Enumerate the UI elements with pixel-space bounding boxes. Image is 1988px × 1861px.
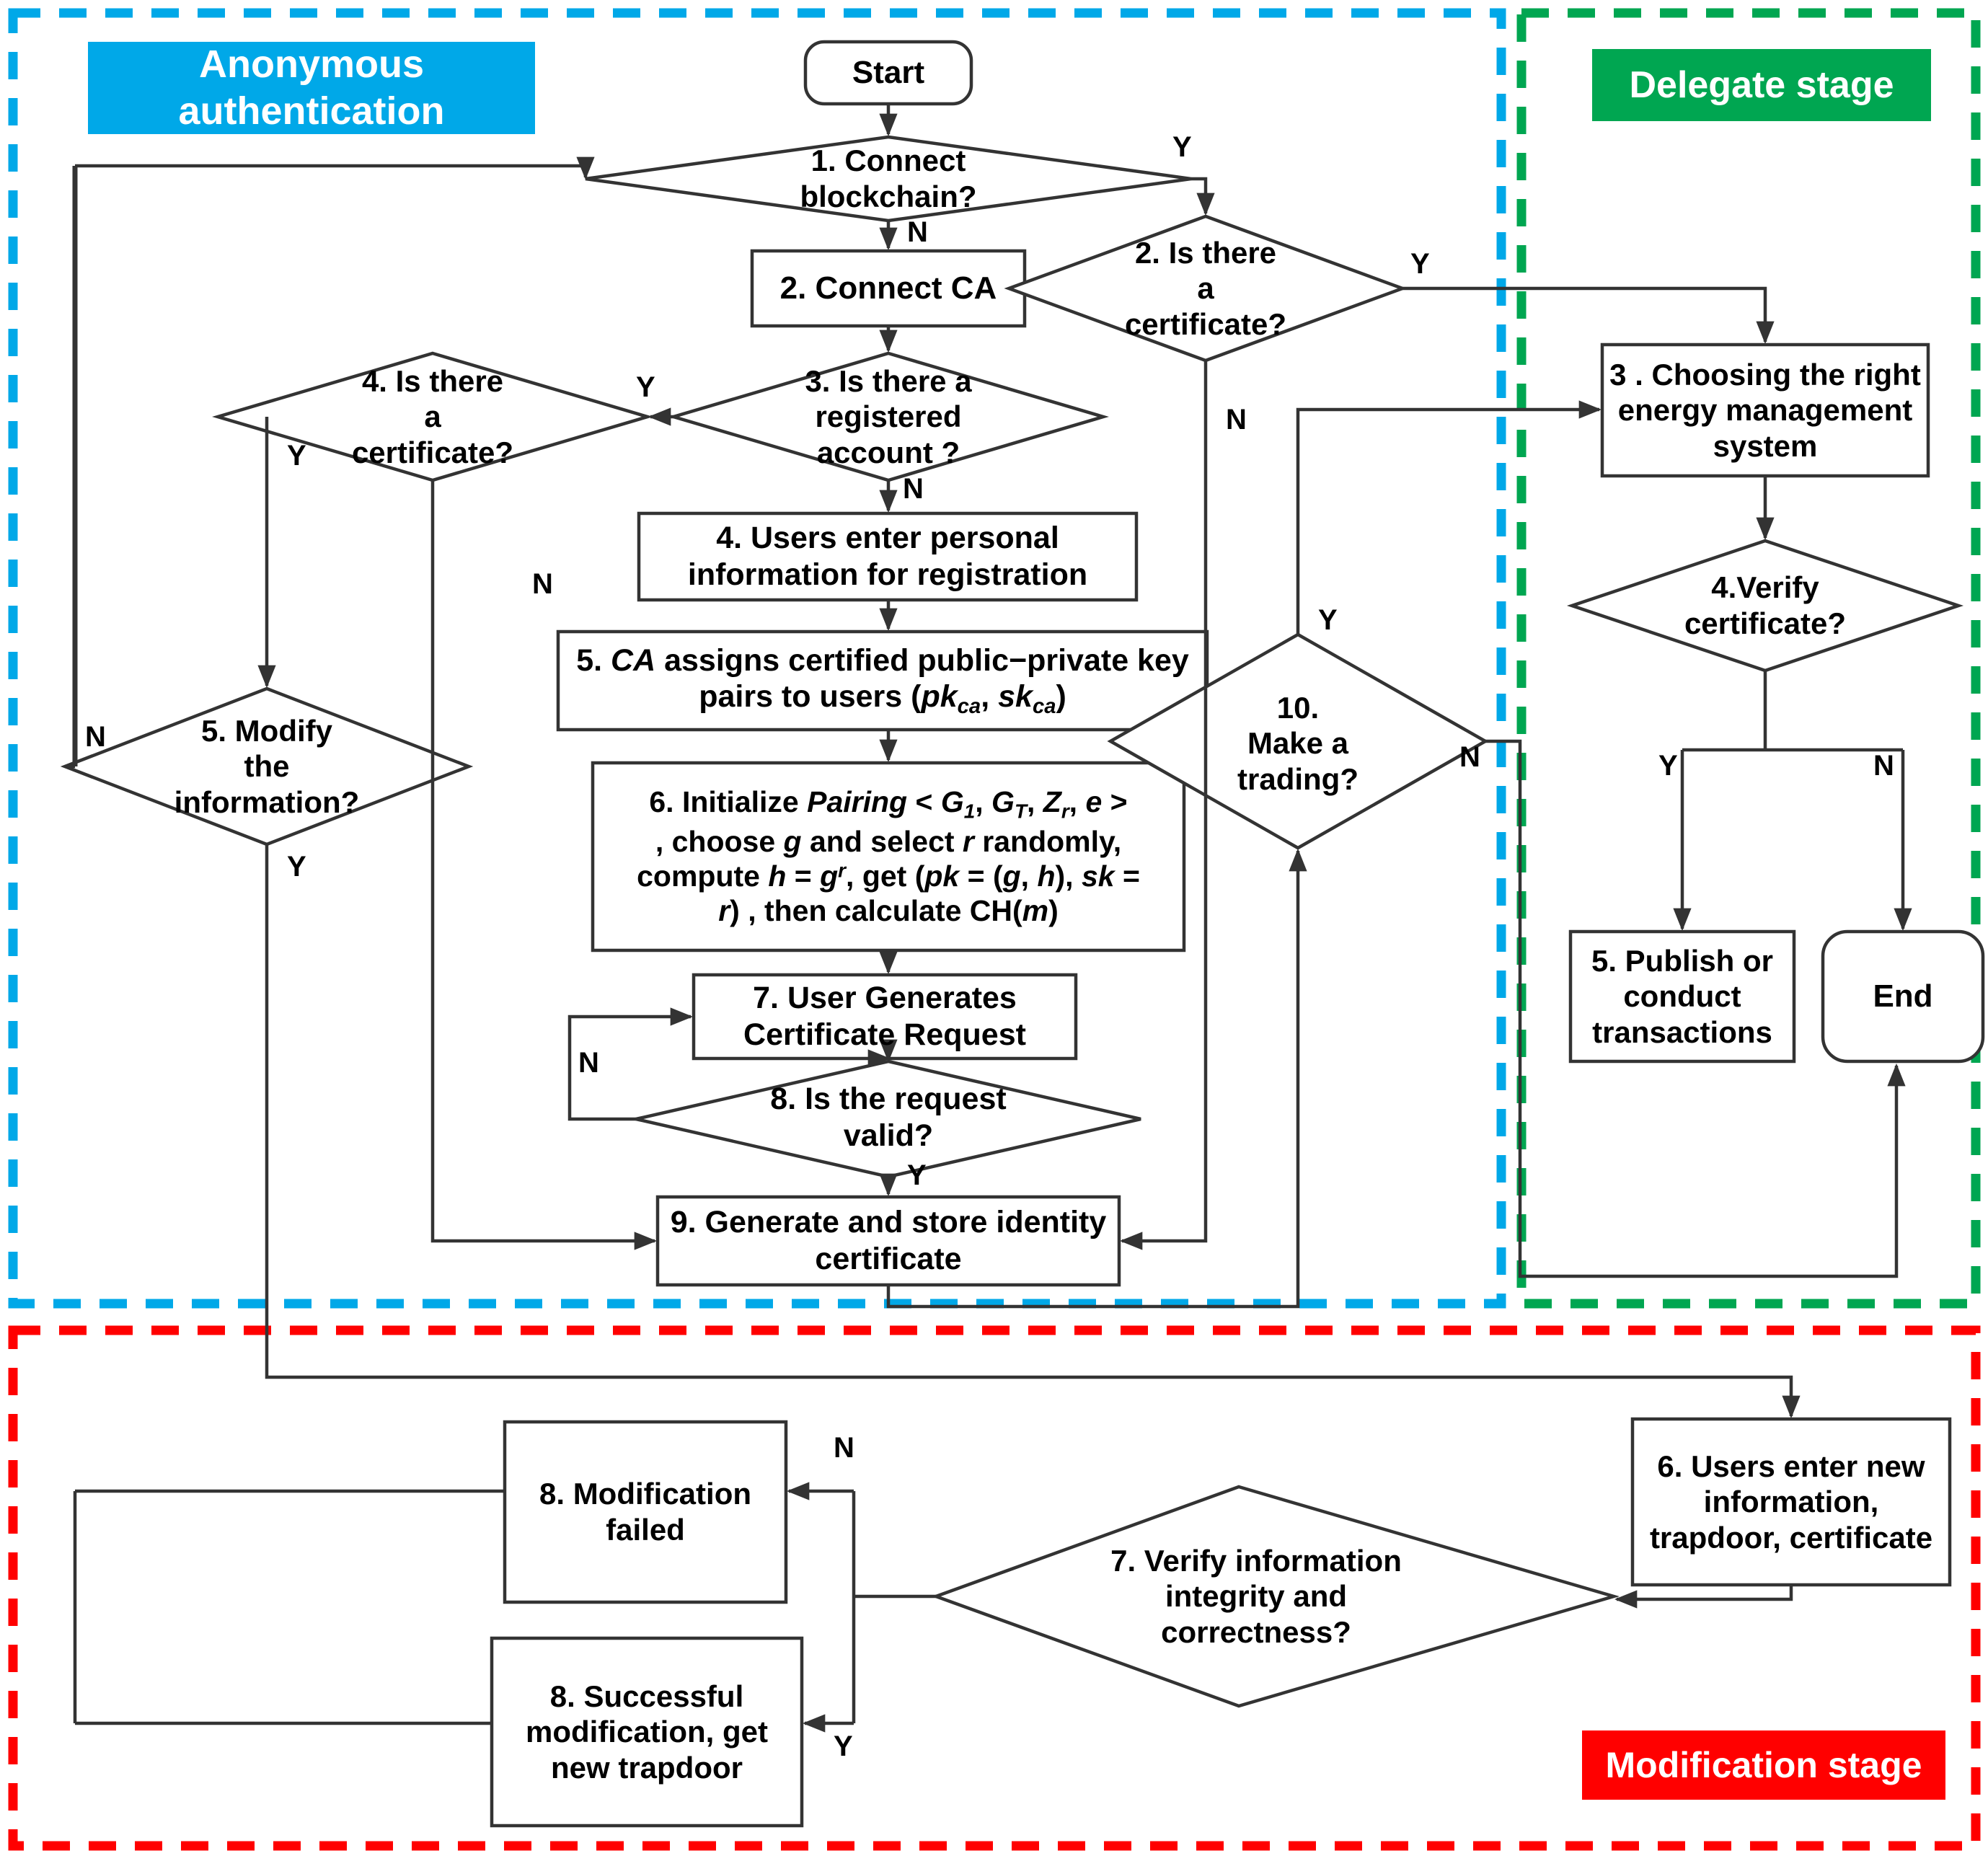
edge-dg4-split [1682,671,1903,752]
node-d3 [668,351,1109,482]
node-md6 [1630,1417,1952,1587]
edge-d2-no-p9 [1119,361,1208,1250]
anonymous-stage-region [8,8,1506,1309]
node-p2 [750,249,1027,328]
node-d8 [635,1059,1141,1179]
node-end [1821,929,1985,1064]
stage-label-anonymous-line2: authentication [178,89,445,133]
node-p9 [655,1195,1121,1287]
edge-label-d1-no: N [907,216,928,248]
edge-label-md7-no: N [834,1432,854,1464]
node-d2 [1004,214,1408,363]
edge-d10-yes-dg3 [1296,400,1602,635]
edge-label-d4-no: N [532,568,553,600]
node-d5 [60,686,474,846]
stage-label-anonymous-line1: Anonymous [198,43,424,87]
edge-d1-yes-d2 [1191,177,1215,216]
edge-label-d8-yes: Y [907,1159,927,1191]
node-dg4 [1566,539,1964,673]
edge-label-d1-yes: Y [1172,131,1192,163]
node-p4 [637,511,1139,602]
edge-label-d10-no: N [1459,741,1480,773]
modification-stage-region [8,1325,1981,1851]
edge-d5-yes-md6 [265,844,1801,1419]
node-d1 [585,135,1192,223]
edge-label-d10-yes: Y [1318,604,1338,636]
edge-p9-d10 [886,848,1307,1309]
edge-label-dg4-yes: Y [1658,750,1678,782]
edge-md6-md7 [1614,1585,1793,1609]
stage-label-delegate-text: Delegate stage [1629,63,1894,106]
stage-label-delegate: Delegate stage [1592,49,1931,121]
edge-label-d3-no: N [903,473,924,505]
node-p5 [556,629,1209,732]
node-d4 [212,351,653,482]
edge-label-d3-yes: Y [636,371,655,403]
edge-label-d4-yes: Y [287,440,306,472]
edge-rail-left-d1 [75,156,595,180]
edge-label-d5-yes: Y [287,851,306,883]
node-md7 [931,1485,1620,1708]
node-dg5 [1568,929,1796,1064]
node-dg3 [1600,342,1930,478]
edge-label-md7-yes: Y [834,1730,853,1762]
edge-d2-yes-dg3 [1402,286,1775,345]
stage-label-anonymous: Anonymous authentication [88,42,535,134]
stage-label-modification-text: Modification stage [1605,1745,1922,1785]
edge-label-dg4-no: N [1873,750,1894,782]
node-md8ok [490,1636,804,1828]
edge-label-d2-no: N [1226,404,1247,436]
node-p7 [692,973,1078,1061]
edge-label-d8-no: N [578,1047,599,1079]
node-p6 [591,761,1186,952]
stage-label-modification: Modification stage [1582,1730,1945,1800]
edge-d10-no [1485,739,1906,1278]
node-start [803,40,973,106]
edge-d4-no-p9 [430,480,658,1250]
edge-label-d5-no: N [85,721,106,753]
edge-d8-no-p7 [567,1007,694,1121]
edge-label-d2-yes: Y [1410,248,1430,280]
node-md8fail [503,1420,788,1604]
